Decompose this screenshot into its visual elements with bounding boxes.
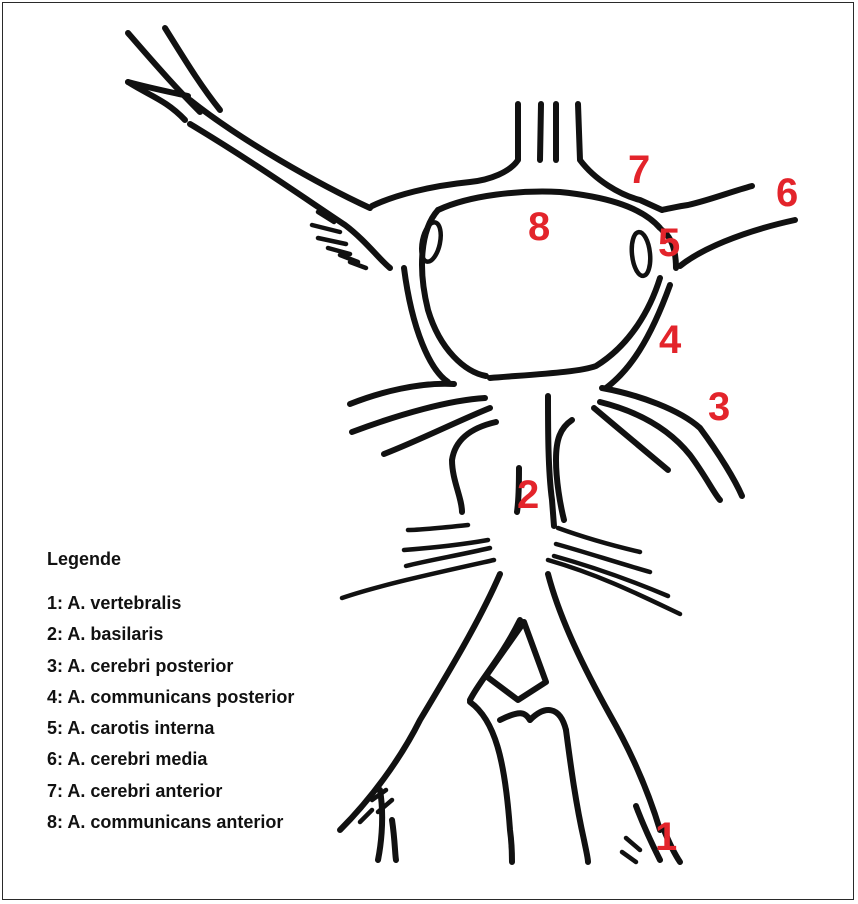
label-7-cerebri-anterior: 7 bbox=[628, 148, 650, 192]
legend-item: 3: A. cerebri posterior bbox=[47, 655, 294, 686]
legend-title: Legende bbox=[47, 549, 294, 570]
label-4-communicans-posterior: 4 bbox=[659, 318, 682, 362]
legend-item: 2: A. basilaris bbox=[47, 623, 294, 654]
label-3-cerebri-posterior: 3 bbox=[708, 385, 730, 429]
legend-item: 6: A. cerebri media bbox=[47, 748, 294, 779]
label-1-vertebralis: 1 bbox=[655, 815, 677, 859]
legend-item: 7: A. cerebri anterior bbox=[47, 780, 294, 811]
legend: Legende 1: A. vertebralis 2: A. basilari… bbox=[47, 549, 294, 842]
legend-item: 8: A. communicans anterior bbox=[47, 811, 294, 842]
legend-item: 5: A. carotis interna bbox=[47, 717, 294, 748]
vertebral-arteries bbox=[340, 574, 680, 862]
label-6-cerebri-media: 6 bbox=[776, 171, 798, 215]
legend-item: 4: A. communicans posterior bbox=[47, 686, 294, 717]
legend-item: 1: A. vertebralis bbox=[47, 592, 294, 623]
label-8-communicans-anterior: 8 bbox=[528, 205, 550, 249]
label-2-basilaris: 2 bbox=[517, 473, 539, 517]
label-5-carotis-interna: 5 bbox=[658, 221, 680, 265]
left-middle-cerebral-artery bbox=[128, 28, 390, 268]
basilar-artery bbox=[342, 396, 680, 614]
right-middle-cerebral-artery bbox=[662, 220, 795, 268]
